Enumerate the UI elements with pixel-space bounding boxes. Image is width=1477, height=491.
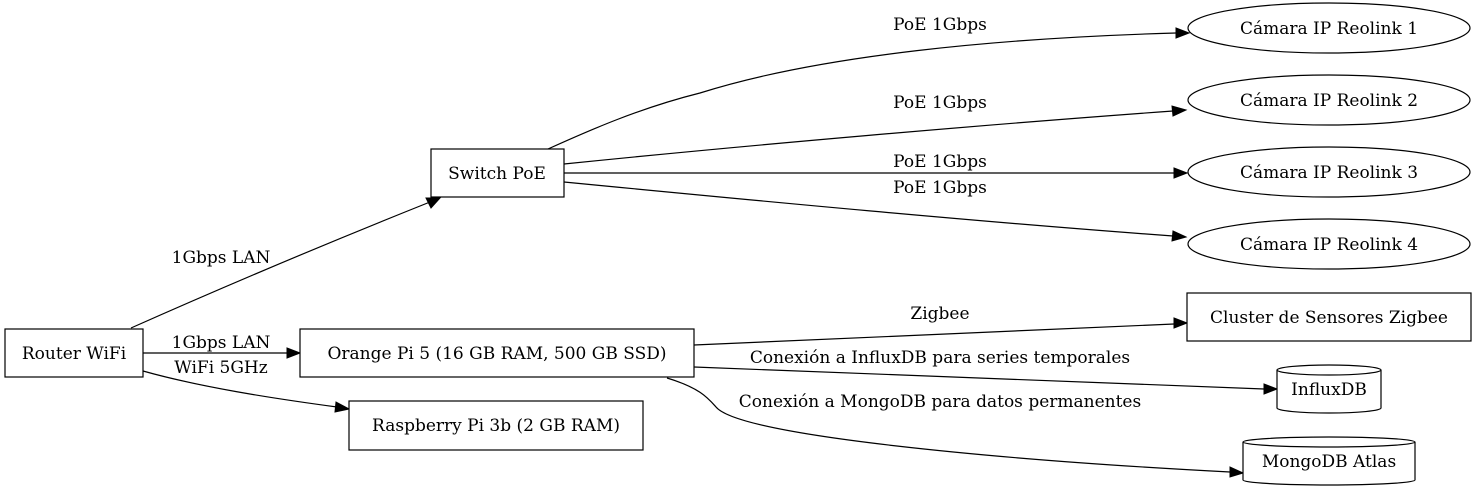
edge-label-switch-cam3: PoE 1Gbps <box>893 152 987 172</box>
node-raspberry-pi: Raspberry Pi 3b (2 GB RAM) <box>348 400 644 451</box>
node-switch-poe: Switch PoE <box>430 148 565 198</box>
edge-label-orangepi-mongo: Conexión a MongoDB para datos permanente… <box>739 392 1141 412</box>
edge-label-switch-cam1: PoE 1Gbps <box>893 15 987 35</box>
node-orange-pi: Orange Pi 5 (16 GB RAM, 500 GB SSD) <box>299 328 695 378</box>
node-camera-2-label: Cámara IP Reolink 2 <box>1240 91 1418 111</box>
node-router-wifi: Router WiFi <box>4 328 144 378</box>
node-camera-3-label: Cámara IP Reolink 3 <box>1240 163 1418 183</box>
edge-label-orangepi-influx: Conexión a InfluxDB para series temporal… <box>750 348 1130 368</box>
edge-switch-cam3 <box>564 167 1189 179</box>
edge-label-switch-cam4: PoE 1Gbps <box>893 178 987 198</box>
edge-orangepi-influx <box>693 366 1279 395</box>
edge-orangepi-zigbee <box>693 317 1189 346</box>
node-camera-3: Cámara IP Reolink 3 <box>1187 146 1471 198</box>
edge-label-orangepi-zigbee: Zigbee <box>910 304 969 324</box>
edge-label-router-orangepi: 1Gbps LAN <box>172 333 271 353</box>
node-mongodb-atlas: MongoDB Atlas <box>1242 436 1416 486</box>
edge-switch-cam1 <box>547 27 1191 150</box>
node-orange-pi-label: Orange Pi 5 (16 GB RAM, 500 GB SSD) <box>327 344 666 364</box>
node-camera-4-label: Cámara IP Reolink 4 <box>1240 235 1418 255</box>
node-switch-poe-label: Switch PoE <box>448 164 546 184</box>
node-zigbee-cluster: Cluster de Sensores Zigbee <box>1186 292 1472 342</box>
edge-router-raspberry <box>142 370 351 413</box>
edge-router-orangepi <box>143 347 302 359</box>
node-camera-1-label: Cámara IP Reolink 1 <box>1240 19 1418 39</box>
node-mongodb-atlas-label: MongoDB Atlas <box>1262 452 1396 472</box>
node-camera-2: Cámara IP Reolink 2 <box>1187 74 1471 126</box>
edge-orangepi-mongo <box>666 377 1245 478</box>
node-camera-4: Cámara IP Reolink 4 <box>1187 218 1471 270</box>
edge-switch-cam2 <box>563 105 1188 165</box>
node-influxdb-label: InfluxDB <box>1291 380 1367 400</box>
node-raspberry-pi-label: Raspberry Pi 3b (2 GB RAM) <box>372 416 620 436</box>
edge-router-switch <box>130 197 442 329</box>
edge-label-router-switch: 1Gbps LAN <box>172 248 271 268</box>
node-zigbee-cluster-label: Cluster de Sensores Zigbee <box>1210 308 1448 328</box>
edge-label-switch-cam2: PoE 1Gbps <box>893 93 987 113</box>
edge-switch-cam4 <box>563 181 1188 242</box>
node-influxdb: InfluxDB <box>1276 364 1382 414</box>
edge-label-router-raspberry: WiFi 5GHz <box>174 358 267 378</box>
node-camera-1: Cámara IP Reolink 1 <box>1187 2 1471 54</box>
node-router-wifi-label: Router WiFi <box>22 344 127 364</box>
